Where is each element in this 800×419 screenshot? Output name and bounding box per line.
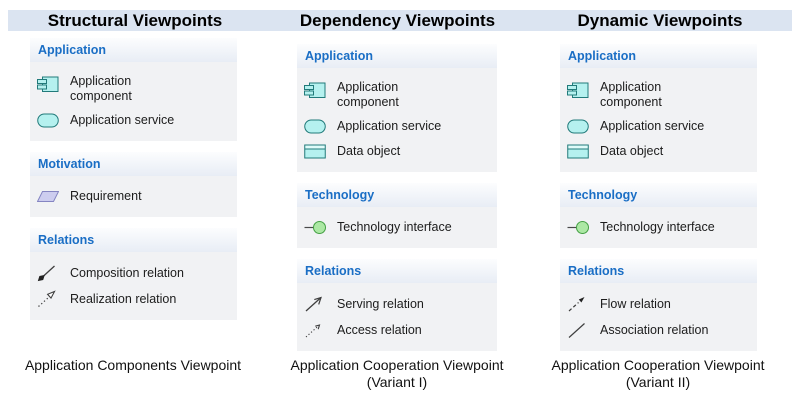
section-items: Flow relation Association relation [560,283,757,351]
section-motivation: Motivation Requirement [30,152,237,217]
legend-item-label: Composition relation [70,265,184,280]
application-service-icon [304,118,328,135]
legend-item-label: Requirement [70,189,142,203]
section-application: Application Application component [297,44,497,172]
legend-item: Application component [37,74,231,104]
application-component-icon [37,76,61,93]
section-items: Technology interface [560,207,757,248]
requirement-icon [37,188,61,205]
legend-item: Technology interface [567,219,751,236]
caption-structural: Application Components Viewpoint [13,357,253,374]
legend-item: Application service [304,118,491,135]
legend-item: Association relation [567,321,751,339]
legend-item: Technology interface [304,219,491,236]
legend-item-label: Data object [600,144,664,158]
application-component-icon [567,82,591,99]
legend-item-label: Application service [337,119,442,133]
legend-item: Application component [567,80,751,110]
legend-item: Data object [304,143,491,160]
section-items: Application component Application servic… [560,68,757,172]
serving-relation-icon [304,295,328,313]
legend-item-label: Association relation [600,322,709,337]
column-dynamic: Application Application component [560,44,757,362]
legend-item: Serving relation [304,295,491,313]
section-items: Composition relation Realization relatio… [30,252,237,320]
legend-item-label: Application service [600,119,705,133]
legend-item: Application service [567,118,751,135]
caption-dependency: Application Cooperation Viewpoint (Varia… [277,357,517,391]
column-title-structural: Structural Viewpoints [47,11,223,30]
section-items: Technology interface [297,207,497,248]
data-object-icon [304,143,328,160]
caption-line: (Variant II) [625,374,691,390]
section-items: Requirement [30,176,237,217]
section-heading: Technology [297,183,497,207]
legend-item: Application service [37,112,231,129]
section-application: Application Application component [30,38,237,141]
data-object-icon [567,143,591,160]
column-title-dependency: Dependency Viewpoints [299,11,496,30]
legend-item: Data object [567,143,751,160]
section-relations: Relations Flow relation Association rel [560,259,757,351]
title-band [8,10,792,31]
application-service-icon [37,112,61,129]
legend-item-label: Realization relation [70,291,177,306]
legend-item-label: Application component [337,80,399,109]
application-component-icon [304,82,328,99]
legend-item: Realization relation [37,290,231,308]
legend-item-label: Data object [337,144,401,158]
section-heading: Application [297,44,497,68]
application-service-icon [567,118,591,135]
section-items: Serving relation Access relation [297,283,497,351]
legend-item: Application component [304,80,491,110]
section-heading: Technology [560,183,757,207]
section-heading: Application [30,38,237,62]
section-technology: Technology Technology interface [297,183,497,248]
legend-item-label: Technology interface [337,220,452,234]
section-relations: Relations Composition relation [30,228,237,320]
section-heading: Motivation [30,152,237,176]
caption-line: Application Cooperation Viewpoint [290,357,504,373]
legend-item: Flow relation [567,295,751,313]
technology-interface-icon [304,219,328,236]
section-heading: Relations [30,228,237,252]
section-application: Application Application component [560,44,757,172]
legend-item-label: Technology interface [600,220,715,234]
section-heading: Application [560,44,757,68]
section-technology: Technology Technology interface [560,183,757,248]
legend-item-label: Application service [70,113,175,127]
legend-item-label: Flow relation [600,296,671,311]
section-relations: Relations Serving relation [297,259,497,351]
column-structural: Application Application component [30,38,237,331]
section-heading: Relations [560,259,757,283]
legend-item-label: Serving relation [337,296,424,311]
association-relation-icon [567,321,591,339]
flow-relation-icon [567,295,591,313]
legend-item-label: Access relation [337,322,422,337]
column-title-dynamic: Dynamic Viewpoints [577,11,743,30]
legend-item: Access relation [304,321,491,339]
column-dependency: Application Application component [297,44,497,362]
realization-relation-icon [37,290,61,308]
legend-item: Requirement [37,188,231,205]
legend-item: Composition relation [37,264,231,282]
section-items: Application component Application servic… [297,68,497,172]
legend-item-label: Application component [600,80,662,109]
caption-line: Application Components Viewpoint [24,357,242,373]
composition-relation-icon [37,264,61,282]
access-relation-icon [304,321,328,339]
caption-dynamic: Application Cooperation Viewpoint (Varia… [538,357,778,391]
caption-line: Application Cooperation Viewpoint [551,357,765,373]
technology-interface-icon [567,219,591,236]
caption-line: (Variant I) [366,374,428,390]
section-heading: Relations [297,259,497,283]
legend-item-label: Application component [70,74,132,103]
section-items: Application component Application servic… [30,62,237,141]
